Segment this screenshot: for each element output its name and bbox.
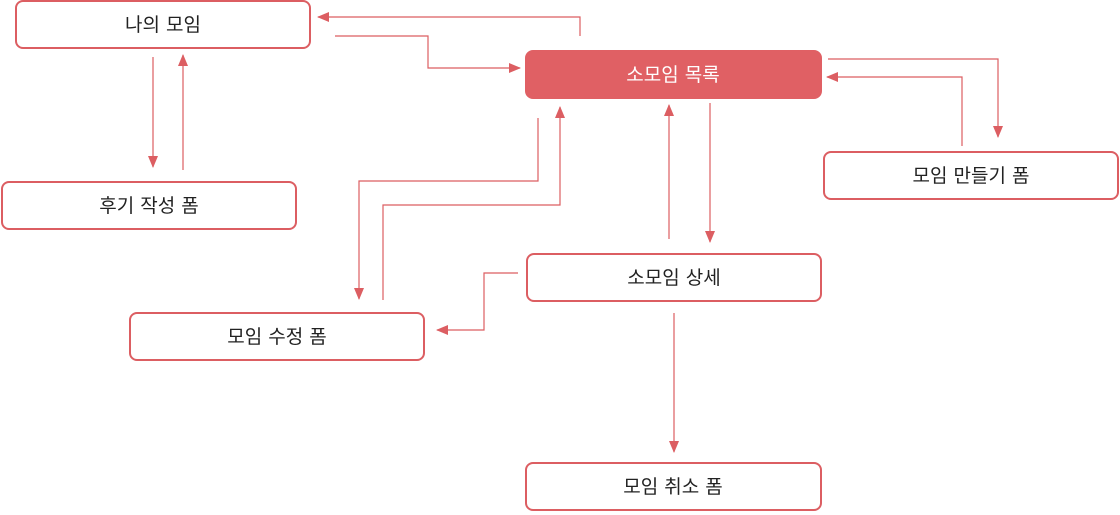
edge-create-to-list [826,72,963,146]
node-meeting-detail[interactable]: 소모임 상세 [526,253,822,302]
node-meeting-list[interactable]: 소모임 목록 [525,50,822,99]
node-label: 후기 작성 폼 [99,195,198,217]
node-label: 모임 만들기 폼 [913,165,1030,187]
edge-detail-to-edit [436,272,518,335]
edge-list-to-create [828,58,1003,138]
node-label: 소모임 목록 [626,64,719,86]
edge-my-meetings-to-list [335,35,521,73]
edge-list-to-edit [354,118,539,300]
node-my-meetings[interactable]: 나의 모임 [15,0,311,49]
node-label: 소모임 상세 [627,267,720,289]
edge-list-to-my-meetings [317,12,581,36]
edge-edit-to-list [382,106,565,300]
edges [148,12,1003,453]
node-label: 나의 모임 [125,14,201,36]
node-label: 모임 취소 폼 [623,476,722,498]
node-create-form[interactable]: 모임 만들기 폼 [823,151,1119,200]
node-review-form[interactable]: 후기 작성 폼 [1,181,297,230]
node-label: 모임 수정 폼 [227,326,326,348]
node-edit-form[interactable]: 모임 수정 폼 [129,312,425,361]
node-cancel-form[interactable]: 모임 취소 폼 [525,462,822,511]
